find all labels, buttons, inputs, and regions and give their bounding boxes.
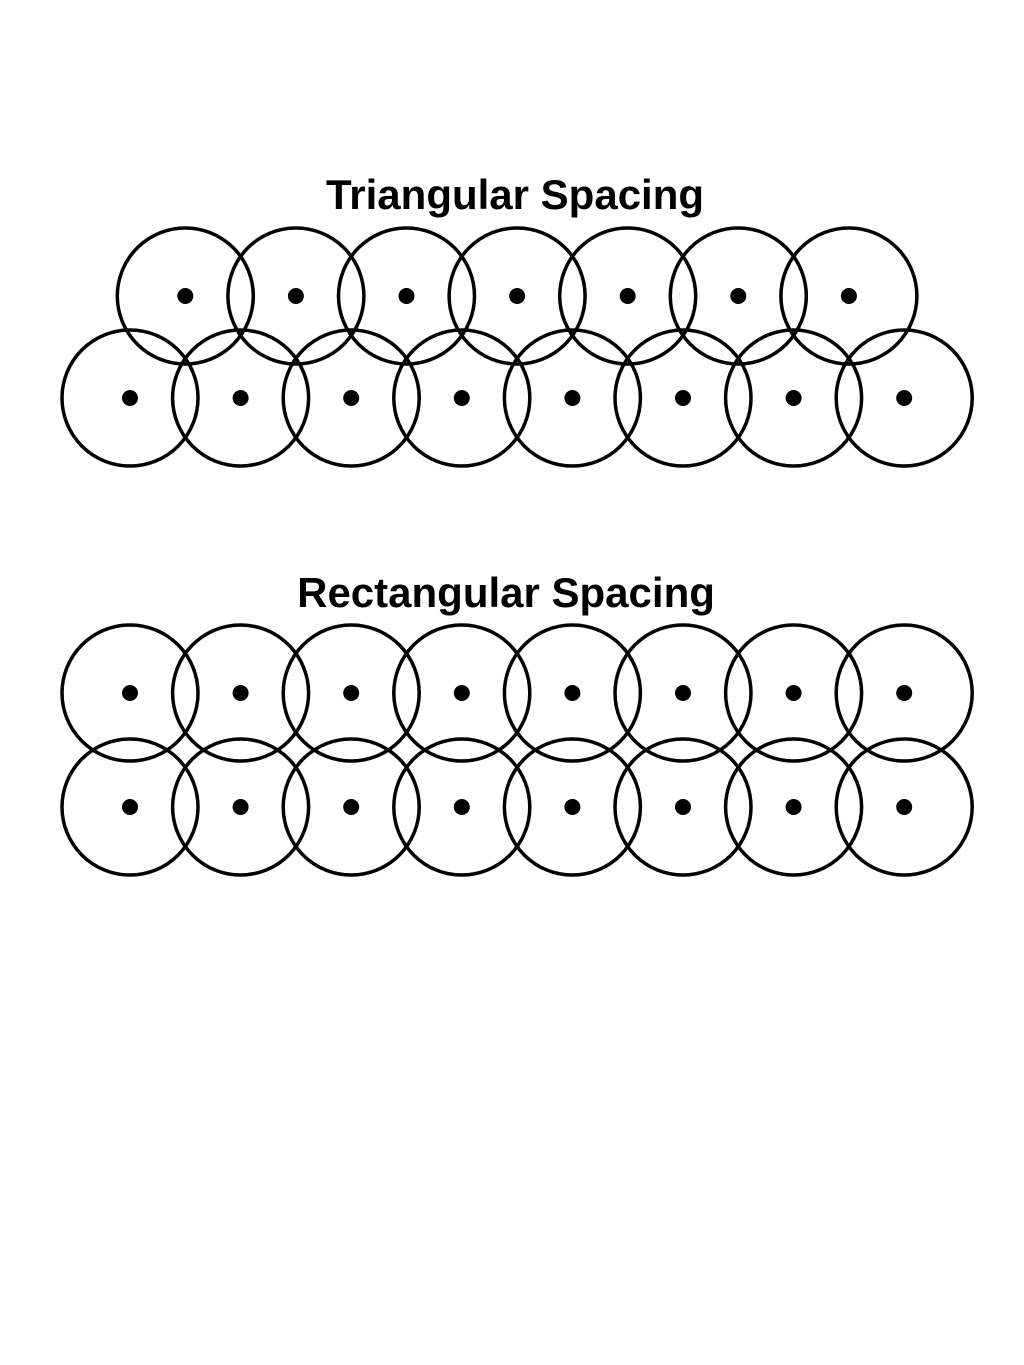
- rectangular-coverage-circle: [281, 623, 421, 763]
- rectangular-panel: Rectangular Spacing: [60, 569, 974, 877]
- triangular-panel: Triangular Spacing: [60, 171, 974, 468]
- rectangular-coverage-circle: [170, 623, 311, 763]
- rectangular-coverage-circle: [392, 737, 532, 877]
- triangular-coverage-circle: [336, 226, 477, 366]
- rectangular-coverage-circle: [502, 737, 643, 877]
- triangular-coverage-circle: [779, 226, 919, 366]
- triangular-center-dot: [398, 288, 415, 304]
- rectangular-center-dot: [785, 685, 802, 701]
- triangular-center-dot: [840, 288, 857, 304]
- rectangular-center-dot: [785, 799, 802, 815]
- triangular-coverage-circle: [723, 328, 864, 468]
- rectangular-spacing-title: Rectangular Spacing: [297, 569, 715, 616]
- rectangular-circle-grid: [60, 623, 974, 877]
- triangular-coverage-circle: [557, 226, 698, 366]
- triangular-coverage-circle: [834, 328, 974, 468]
- rectangular-coverage-circle: [392, 623, 532, 763]
- rectangular-center-dot: [232, 799, 249, 815]
- rectangular-coverage-circle: [723, 623, 864, 763]
- rectangular-coverage-circle: [723, 737, 864, 877]
- rectangular-center-dot: [122, 799, 138, 815]
- triangular-coverage-circle: [668, 226, 809, 366]
- triangular-center-dot: [177, 288, 194, 304]
- triangular-center-dot: [343, 390, 360, 406]
- triangular-coverage-circle: [502, 328, 643, 468]
- rectangular-center-dot: [675, 799, 691, 815]
- triangular-center-dot: [730, 288, 747, 304]
- triangular-coverage-circle: [226, 226, 366, 366]
- rectangular-center-dot: [232, 685, 249, 701]
- rectangular-coverage-circle: [502, 623, 643, 763]
- triangular-spacing-title: Triangular Spacing: [326, 171, 704, 218]
- rectangular-center-dot: [453, 799, 470, 815]
- rectangular-coverage-circle: [834, 737, 974, 877]
- triangular-coverage-circle: [60, 328, 200, 468]
- rectangular-coverage-circle: [613, 623, 753, 763]
- rectangular-coverage-circle: [60, 737, 200, 877]
- triangular-center-dot: [675, 390, 691, 406]
- triangular-center-dot: [122, 390, 138, 406]
- triangular-center-dot: [453, 390, 470, 406]
- triangular-center-dot: [785, 390, 802, 406]
- triangular-circle-grid: [60, 226, 974, 468]
- triangular-coverage-circle: [281, 328, 421, 468]
- rectangular-center-dot: [122, 685, 138, 701]
- rectangular-coverage-circle: [60, 623, 200, 763]
- triangular-coverage-circle: [613, 328, 753, 468]
- rectangular-center-dot: [564, 685, 581, 701]
- rectangular-coverage-circle: [170, 737, 311, 877]
- triangular-coverage-circle: [392, 328, 532, 468]
- triangular-center-dot: [232, 390, 249, 406]
- rectangular-center-dot: [343, 685, 360, 701]
- rectangular-center-dot: [675, 685, 691, 701]
- rectangular-center-dot: [343, 799, 360, 815]
- rectangular-center-dot: [564, 799, 581, 815]
- rectangular-center-dot: [896, 685, 913, 701]
- rectangular-center-dot: [896, 799, 913, 815]
- triangular-coverage-circle: [170, 328, 311, 468]
- rectangular-coverage-circle: [613, 737, 753, 877]
- triangular-center-dot: [564, 390, 581, 406]
- triangular-center-dot: [619, 288, 636, 304]
- triangular-center-dot: [896, 390, 913, 406]
- rectangular-coverage-circle: [281, 737, 421, 877]
- triangular-coverage-circle: [447, 226, 587, 366]
- triangular-coverage-circle: [115, 226, 256, 366]
- triangular-center-dot: [509, 288, 526, 304]
- triangular-center-dot: [287, 288, 304, 304]
- rectangular-center-dot: [453, 685, 470, 701]
- rectangular-coverage-circle: [834, 623, 974, 763]
